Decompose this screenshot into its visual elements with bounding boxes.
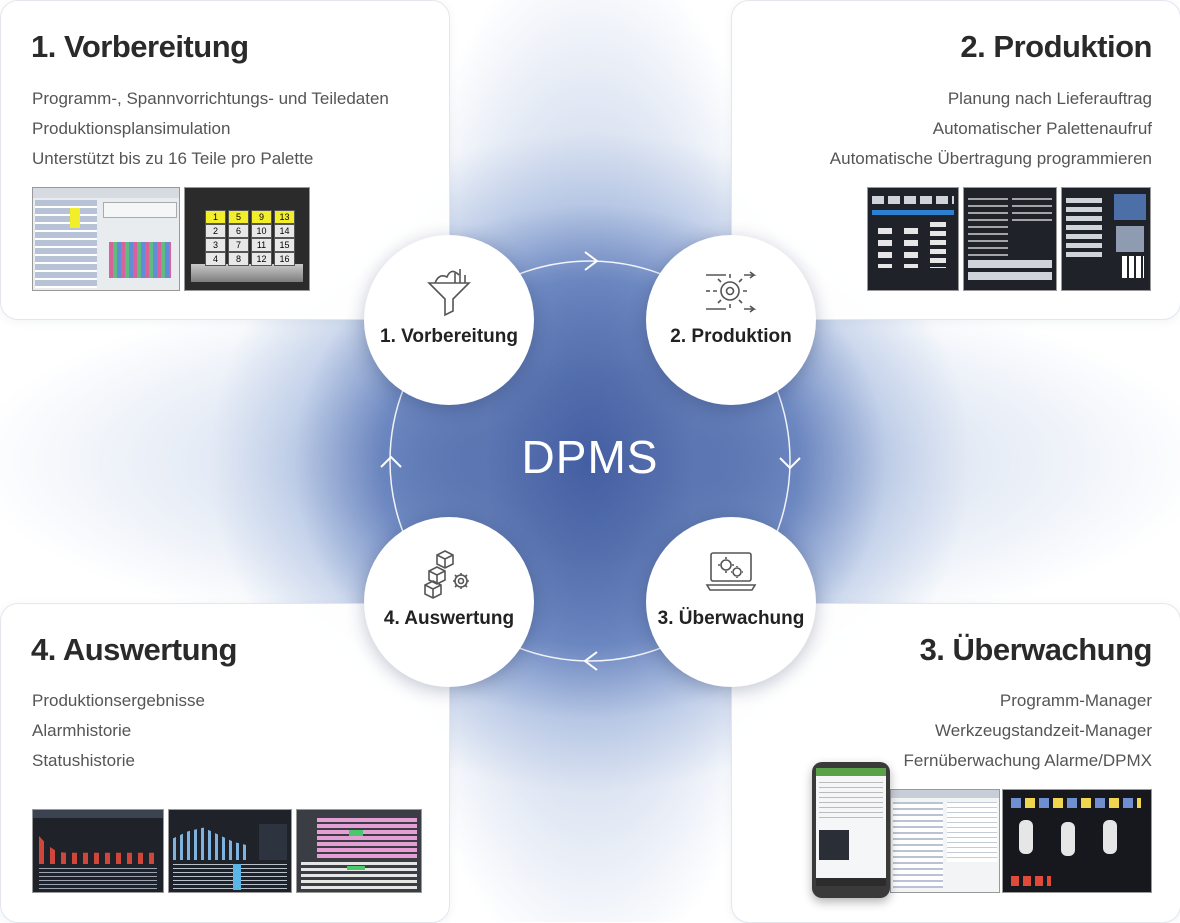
pallet-tile: 11 — [251, 238, 272, 252]
pallet-tile: 16 — [274, 252, 295, 266]
node-ueberwachung[interactable]: 3. Überwachung — [646, 517, 816, 687]
feature-list: Planung nach Lieferauftrag Automatischer… — [830, 84, 1152, 174]
node-produktion[interactable]: 2. Produktion — [646, 235, 816, 405]
boxes-gear-icon — [423, 547, 475, 604]
pallet-tile: 7 — [228, 238, 249, 252]
screenshot-production-panel-3 — [1061, 187, 1151, 291]
list-item: Produktionsplansimulation — [32, 119, 231, 138]
screenshot-production-panel-2 — [963, 187, 1057, 291]
list-item: Werkzeugstandzeit-Manager — [934, 721, 1152, 740]
card-vorbereitung: 1. Vorbereitung Programm-, Spannvorricht… — [0, 0, 450, 320]
feature-list: Programm-Manager Werkzeugstandzeit-Manag… — [903, 686, 1152, 776]
node-label: 3. Überwachung — [657, 608, 805, 629]
screenshot-program-manager — [890, 789, 1000, 893]
list-item: Produktionsergebnisse — [32, 691, 205, 710]
card-title: 3. Überwachung — [919, 632, 1153, 667]
card-auswertung: 4. Auswertung Produktionsergebnisse Alar… — [0, 603, 450, 923]
list-item: Planung nach Lieferauftrag — [947, 89, 1152, 108]
pallet-tile: 6 — [228, 224, 249, 238]
feature-list: Programm-, Spannvorrichtungs- und Teiled… — [32, 84, 389, 174]
card-title: 4. Auswertung — [31, 632, 237, 667]
list-item: Fernüberwachung Alarme/DPMX — [903, 751, 1152, 770]
cycle-arrow-top — [584, 251, 599, 271]
phone-mockup — [812, 762, 890, 898]
card-title: 2. Produktion — [960, 29, 1152, 64]
list-item: Unterstützt bis zu 16 Teile pro Palette — [32, 149, 314, 168]
pallet-tile: 13 — [274, 210, 295, 224]
list-item: Programm-Manager — [999, 691, 1152, 710]
card-ueberwachung: 3. Überwachung Programm-Manager Werkzeug… — [731, 603, 1180, 923]
node-auswertung[interactable]: 4. Auswertung — [364, 517, 534, 687]
list-item: Statushistorie — [32, 751, 135, 770]
list-item: Automatischer Palettenaufruf — [932, 119, 1152, 138]
screenshot-planning-table — [32, 187, 180, 291]
node-label: 1. Vorbereitung — [380, 326, 518, 347]
pallet-tile: 4 — [205, 252, 226, 266]
list-item: Programm-, Spannvorrichtungs- und Teiled… — [32, 89, 389, 108]
pallet-tile: 1 — [205, 210, 226, 224]
card-produktion: 2. Produktion Planung nach Lieferauftrag… — [731, 0, 1180, 320]
pallet-tile: 14 — [274, 224, 295, 238]
screenshot-status-history — [296, 809, 422, 893]
screenshot-alarm-history — [168, 809, 292, 893]
node-label: 2. Produktion — [670, 326, 792, 347]
pallet-tile: 3 — [205, 238, 226, 252]
funnel-chart-icon — [425, 265, 473, 322]
pallet-tile: 5 — [228, 210, 249, 224]
feature-list: Produktionsergebnisse Alarmhistorie Stat… — [32, 686, 205, 776]
node-label: 4. Auswertung — [383, 608, 515, 629]
pallet-tile: 9 — [251, 210, 272, 224]
cycle-arrow-right — [779, 457, 801, 470]
list-item: Alarmhistorie — [32, 721, 132, 740]
gear-arrows-icon — [704, 265, 758, 322]
card-title: 1. Vorbereitung — [31, 29, 249, 64]
pallet-tile: 12 — [251, 252, 272, 266]
cycle-arrow-left — [380, 455, 402, 468]
pallet-tile: 2 — [205, 224, 226, 238]
laptop-gears-icon — [705, 547, 757, 600]
pallet-tile: 15 — [274, 238, 295, 252]
list-item: Automatische Übertragung programmieren — [829, 149, 1152, 168]
screenshot-remote-monitoring — [1002, 789, 1152, 893]
pallet-tile: 10 — [251, 224, 272, 238]
cycle-arrow-bottom — [583, 651, 598, 671]
screenshot-production-panel-1 — [867, 187, 959, 291]
screenshot-results-chart — [32, 809, 164, 893]
center-label: DPMS — [521, 431, 659, 483]
pallet-tile: 8 — [228, 252, 249, 266]
node-vorbereitung[interactable]: 1. Vorbereitung — [364, 235, 534, 405]
